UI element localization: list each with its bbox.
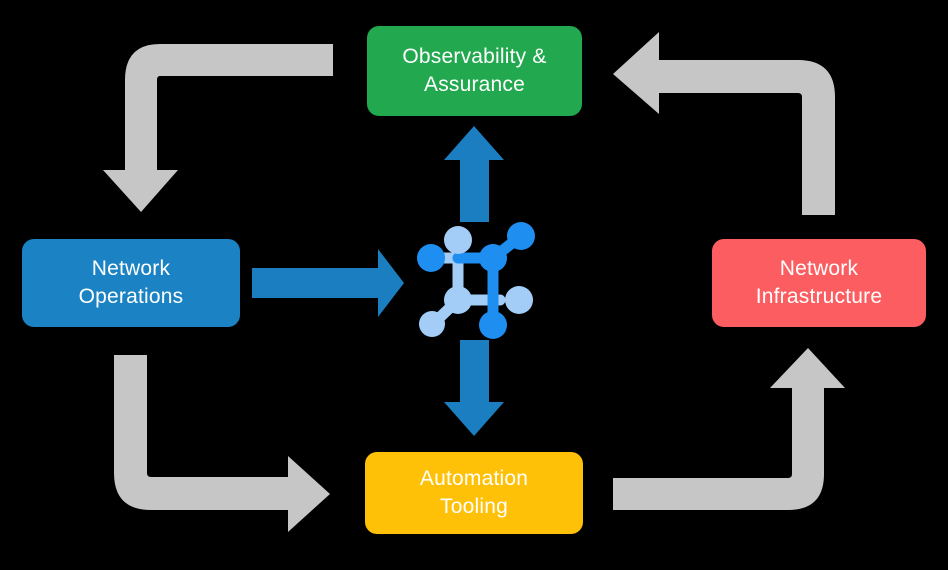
gray-arrow-bottom-right [613,348,845,510]
blue-arrow-right [252,249,404,317]
network-topology-icon [417,222,535,339]
gray-arrow-top-left [103,44,333,212]
node-operations-label: Network Operations [78,257,184,308]
node-network-operations[interactable]: Network Operations [22,239,240,327]
node-automation-label: Automation Tooling [419,467,529,518]
blue-arrow-down [444,340,504,436]
node-infrastructure-label: Network Infrastructure [755,257,883,308]
blue-arrow-up [444,126,504,222]
gray-arrow-bottom-left [114,355,330,532]
node-observability-label: Observability & Assurance [402,45,547,96]
gray-arrow-top-right [613,32,835,215]
node-network-infrastructure[interactable]: Network Infrastructure [712,239,926,327]
node-automation-tooling[interactable]: Automation Tooling [365,452,583,534]
node-observability-assurance[interactable]: Observability & Assurance [367,26,582,116]
